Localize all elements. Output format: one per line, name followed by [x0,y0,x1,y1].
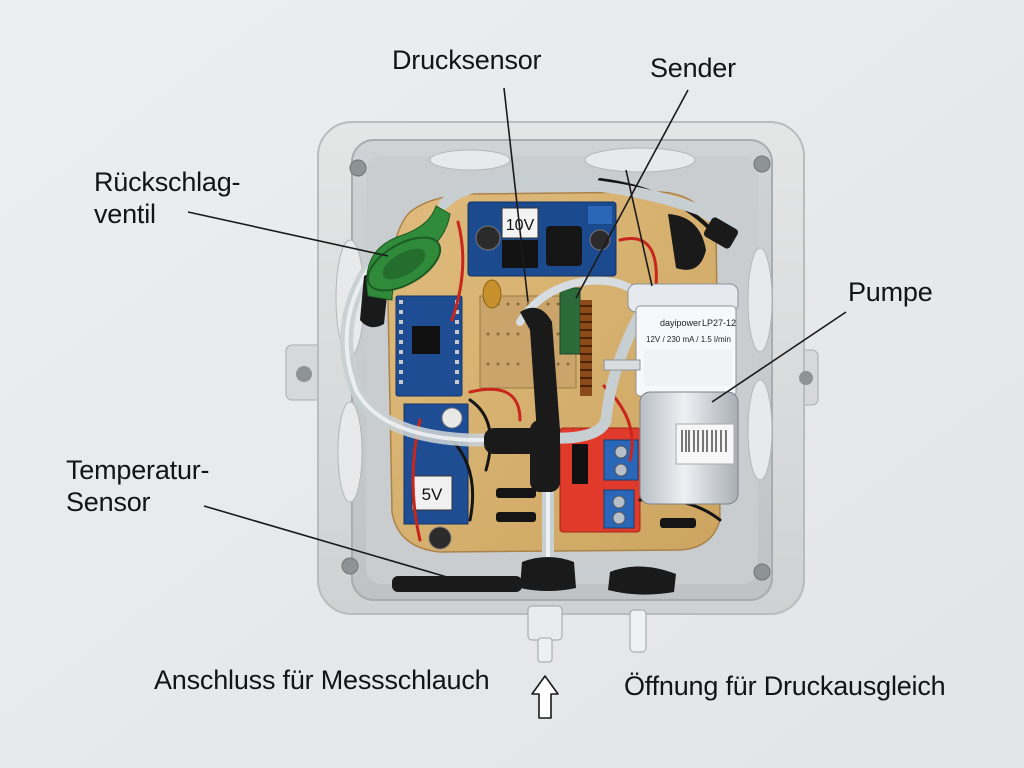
label-drucksensor: Drucksensor [392,45,542,75]
label-anschluss-messschlauch: Anschluss für Messschlauch [154,665,490,695]
pump-model-label: LP27-12 [702,318,736,328]
screw-hole-bottom-left [341,557,359,575]
up-arrow-icon [531,675,559,719]
label-sender: Sender [650,53,736,83]
screw-hole-bottom-right [753,563,771,581]
screw-hole-top-right [753,155,771,173]
pump-spec-label: 12V / 230 mA / 1.5 l/min [646,335,731,344]
leader-rueckschlagventil [187,211,389,257]
leader-drucksensor [503,87,529,303]
label-pumpe: Pumpe [848,277,933,307]
bottom-fittings [527,605,647,663]
annotation-lines [187,87,847,583]
pump: dayipower LP27-12 12V / 230 mA / 1.5 l/m… [603,283,739,505]
leader-sender-secondary [625,169,653,287]
capacitor-yellow [482,279,502,309]
microcontroller-board [395,295,463,397]
temperature-module: 5V [403,403,469,550]
screw-hole-top-left [349,159,367,177]
motor-driver-module [559,427,641,533]
check-valve [366,205,451,301]
leader-temperatursensor [203,505,465,583]
voltage-regulator-module: 10V [467,201,617,277]
pump-brand-label: dayipower [660,318,701,328]
leader-pumpe [711,311,847,403]
label-rueckschlagventil: Rückschlag- ventil [94,167,241,229]
diodes [496,488,696,528]
label-temperatursensor: Temperatur- Sensor [66,455,210,517]
label-oeffnung-druckausgleich: Öffnung für Druckausgleich [624,671,946,701]
sensor-voltage-label: 5V [422,485,443,504]
pump-barcode [681,430,727,452]
